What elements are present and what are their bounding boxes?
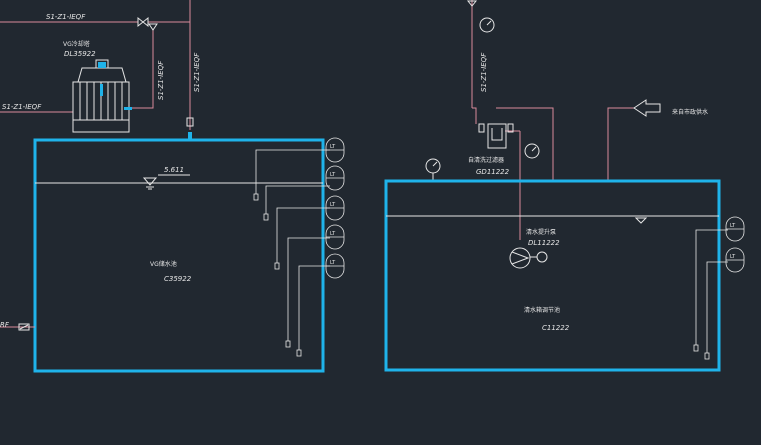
level-switch-tag-4: LT bbox=[330, 231, 336, 237]
level-switch-tag-7: LT bbox=[730, 254, 736, 260]
pipe-label-left-mid: S1-Z1-IEQF bbox=[2, 103, 42, 111]
right-water-level-symbol-icon bbox=[634, 217, 648, 224]
pipe-label-top-left: S1-Z1-IEQF bbox=[46, 13, 86, 21]
tower-feed-pipes bbox=[0, 22, 191, 130]
left-level-switch-icons bbox=[325, 137, 345, 279]
cooling-tower-code: DL35922 bbox=[64, 50, 96, 58]
self-cleaning-filter-icon bbox=[478, 123, 514, 149]
cooling-tower-water-marks bbox=[98, 62, 132, 110]
level-switch-tag-2: LT bbox=[330, 172, 336, 178]
right-level-switch-icons bbox=[725, 216, 745, 273]
left-tank-name: VG储水池 bbox=[150, 260, 177, 268]
right-top-pipe bbox=[471, 0, 634, 240]
inflow-note: 来自市政供水 bbox=[672, 108, 708, 116]
inflow-arrow-icon bbox=[633, 99, 661, 117]
right-tank-name: 清水箱调节池 bbox=[524, 306, 560, 314]
top-left-pipe bbox=[0, 0, 191, 23]
left-cut-label: RF bbox=[0, 321, 10, 329]
right-tank bbox=[384, 179, 721, 372]
top-right-valve-icon bbox=[466, 0, 478, 7]
tank-pressure-gauge-icon bbox=[425, 158, 441, 181]
cooling-tower-icon bbox=[72, 59, 130, 133]
filter-code: GD11222 bbox=[476, 168, 510, 176]
tower-inlet-valve-icon bbox=[148, 23, 158, 31]
left-tank-probes bbox=[253, 149, 330, 357]
left-cut-pipe bbox=[0, 323, 35, 331]
water-level-symbol-icon bbox=[142, 174, 190, 190]
tank-nozzle-icon bbox=[186, 117, 194, 127]
filter-name: 自清洗过滤器 bbox=[468, 156, 504, 164]
pipe-label-vertical-1: S1-Z1-IEQF bbox=[157, 60, 165, 100]
pump-icon bbox=[509, 247, 548, 269]
left-tank-code: C35922 bbox=[164, 275, 192, 283]
left-tank bbox=[33, 138, 325, 373]
right-tank-probes bbox=[693, 229, 728, 360]
pipe-label-vertical-2: S1-Z1-IEQF bbox=[193, 52, 201, 92]
level-switch-tag-6: LT bbox=[730, 223, 736, 229]
nozzle-fill bbox=[188, 132, 192, 140]
pump-name: 清水提升泵 bbox=[526, 228, 556, 236]
pressure-gauge-top-icon bbox=[479, 17, 495, 33]
pump-code: DL11222 bbox=[528, 239, 560, 247]
pipe-label-vertical-right: S1-Z1-IEQF bbox=[480, 52, 488, 92]
level-switch-tag-5: LT bbox=[330, 260, 336, 266]
gate-valve-icon bbox=[137, 16, 149, 28]
level-switch-tag-1: LT bbox=[330, 144, 336, 150]
level-switch-tag-3: LT bbox=[330, 202, 336, 208]
cooling-tower-name: VG冷却塔 bbox=[63, 40, 90, 48]
filter-pressure-gauge-icon bbox=[524, 143, 540, 159]
right-tank-code: C11222 bbox=[542, 324, 570, 332]
left-tank-level-value: 5.611 bbox=[164, 166, 184, 174]
